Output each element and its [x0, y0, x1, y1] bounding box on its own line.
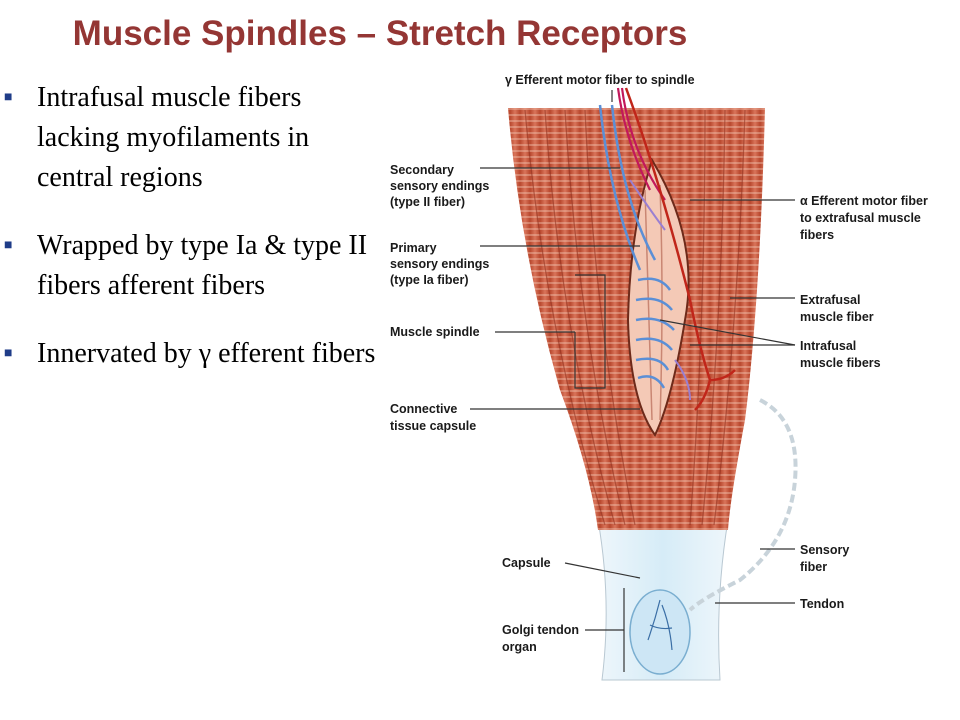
label-extrafusal: muscle fiber	[800, 310, 874, 324]
bullet-text: Intrafusal muscle fibers lacking myofila…	[37, 82, 310, 193]
label-sensory-fiber: Sensory	[800, 543, 849, 557]
bullet-text: Wrapped by type Ia & type II fibers affe…	[37, 230, 368, 301]
label-primary: Primary	[390, 241, 437, 255]
label-alpha-efferent: α Efferent motor fiber	[800, 194, 928, 208]
label-golgi: Golgi tendon	[502, 623, 579, 637]
square-bullet-icon: ■	[4, 346, 13, 361]
square-bullet-icon: ■	[4, 238, 13, 253]
label-alpha-efferent: fibers	[800, 228, 834, 242]
slide-title: Muscle Spindles – Stretch Receptors	[72, 14, 688, 53]
label-secondary: (type II fiber)	[390, 195, 465, 209]
square-bullet-icon: ■	[4, 90, 13, 105]
label-primary: sensory endings	[390, 257, 489, 271]
label-connective: tissue capsule	[390, 419, 476, 433]
label-golgi: organ	[502, 640, 537, 654]
label-connective: Connective	[390, 402, 457, 416]
label-alpha-efferent: to extrafusal muscle	[800, 211, 921, 225]
label-sensory-fiber: fiber	[800, 560, 827, 574]
bullet-list: ■ Intrafusal muscle fibers lacking myofi…	[0, 78, 390, 402]
label-secondary: Secondary	[390, 163, 454, 177]
bullet-item: ■ Intrafusal muscle fibers lacking myofi…	[0, 78, 390, 198]
label-tendon: Tendon	[800, 597, 844, 611]
label-capsule: Capsule	[502, 556, 551, 570]
label-extrafusal: Extrafusal	[800, 293, 860, 307]
muscle-spindle-diagram: γ Efferent motor fiber to spindle Second…	[380, 62, 950, 702]
bullet-text: Innervated by γ efferent fibers	[37, 338, 376, 369]
golgi-tendon-organ	[629, 589, 691, 675]
label-muscle-spindle: Muscle spindle	[390, 325, 480, 339]
label-intrafusal: muscle fibers	[800, 356, 881, 370]
label-gamma-efferent: γ Efferent motor fiber to spindle	[505, 73, 695, 87]
label-secondary: sensory endings	[390, 179, 489, 193]
label-intrafusal: Intrafusal	[800, 339, 856, 353]
sensory-fiber-path	[688, 398, 798, 612]
bullet-item: ■ Innervated by γ efferent fibers	[0, 334, 390, 374]
spindle-capsule	[626, 157, 690, 437]
label-primary: (type Ia fiber)	[390, 273, 469, 287]
bullet-item: ■ Wrapped by type Ia & type II fibers af…	[0, 226, 390, 306]
